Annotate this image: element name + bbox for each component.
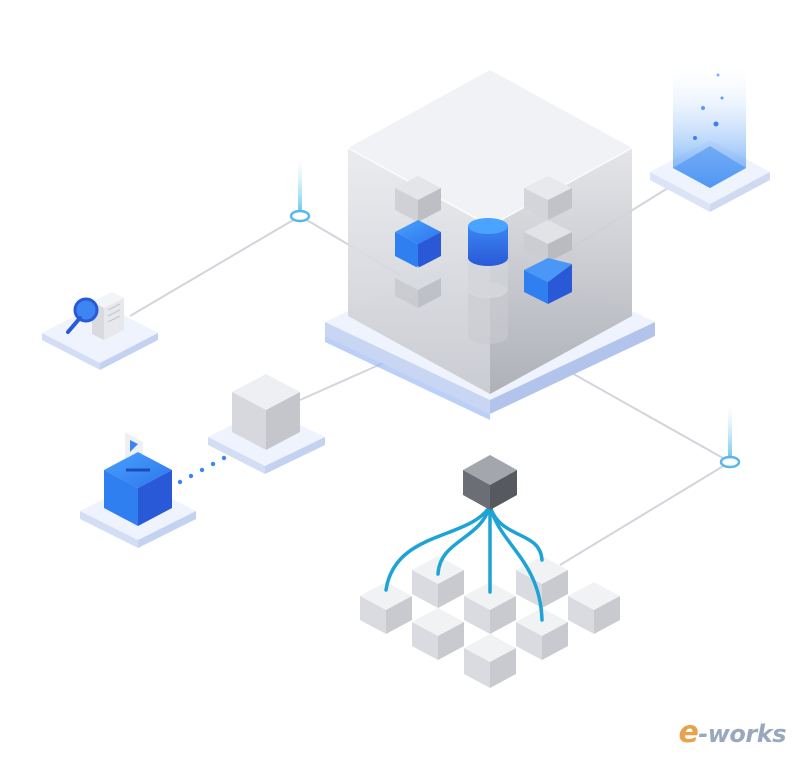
network-distribution-icon bbox=[360, 455, 620, 688]
database-cylinder-icon bbox=[468, 218, 508, 344]
stacked-blocks-icon bbox=[395, 176, 572, 308]
eworks-watermark: e-works bbox=[678, 715, 786, 750]
gray-box-icon bbox=[208, 374, 325, 474]
watermark-text: -works bbox=[698, 720, 786, 748]
watermark-prefix: e bbox=[678, 715, 699, 750]
data-beam-icon bbox=[650, 60, 770, 212]
dotted-link bbox=[177, 455, 227, 485]
document-search-icon bbox=[42, 292, 158, 370]
grid-cubes bbox=[360, 556, 620, 688]
ballot-box-icon bbox=[80, 432, 196, 548]
connector-node-icon bbox=[289, 160, 741, 469]
